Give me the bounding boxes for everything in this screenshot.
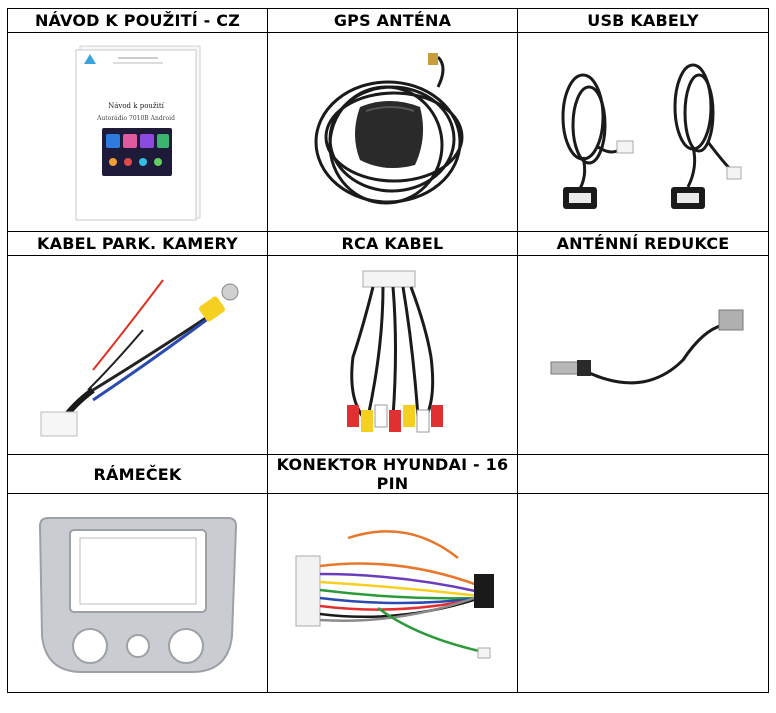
camera-cable-image: [40, 279, 238, 437]
manual-subtitle: Autorádio 7010B Android: [96, 115, 175, 122]
camera-cable-cell: [7, 255, 268, 455]
manual-booklet-image: Návod k použití Autorádio 7010B Android: [75, 45, 200, 221]
usb-cell: [517, 32, 769, 232]
manual-title: Návod k použití: [108, 102, 165, 110]
accessories-table: NÁVOD K POUŽITÍ - CZ GPS ANTÉNA USB KABE…: [7, 8, 769, 693]
header-row: KABEL PARK. KAMERY RCA KABEL ANTÉNNÍ RED…: [7, 231, 769, 256]
header-row: NÁVOD K POUŽITÍ - CZ GPS ANTÉNA USB KABE…: [7, 8, 769, 33]
cell-label: ANTÉNNÍ REDUKCE: [517, 231, 769, 256]
image-row: [7, 493, 769, 693]
manual-cell: Návod k použití Autorádio 7010B Android: [7, 32, 268, 232]
hyundai-connector-cell: [267, 493, 518, 693]
cell-label: USB KABELY: [517, 8, 769, 33]
frame-cell: [7, 493, 268, 693]
antenna-adapter-image: [550, 309, 744, 385]
antenna-adapter-cell: [517, 255, 769, 455]
cell-label: NÁVOD K POUŽITÍ - CZ: [7, 8, 268, 33]
cell-label: KABEL PARK. KAMERY: [7, 231, 268, 256]
cell-label: KONEKTOR HYUNDAI - 16 PIN: [267, 454, 518, 494]
gps-antenna-image: [314, 53, 463, 205]
cell-label: RCA KABEL: [267, 231, 518, 256]
empty-cell: [517, 493, 769, 693]
gps-cell: [267, 32, 518, 232]
hyundai-connector-image: [295, 530, 494, 659]
usb-cables-image: [561, 63, 742, 209]
image-row: Návod k použití Autorádio 7010B Android: [7, 32, 769, 232]
cell-label: RÁMEČEK: [7, 454, 268, 494]
rca-cable-cell: [267, 255, 518, 455]
header-row: RÁMEČEK KONEKTOR HYUNDAI - 16 PIN: [7, 454, 769, 494]
rca-cable-image: [346, 270, 443, 433]
cell-label: [517, 454, 769, 494]
dash-frame-image: [38, 517, 237, 673]
image-row: [7, 255, 769, 455]
cell-label: GPS ANTÉNA: [267, 8, 518, 33]
